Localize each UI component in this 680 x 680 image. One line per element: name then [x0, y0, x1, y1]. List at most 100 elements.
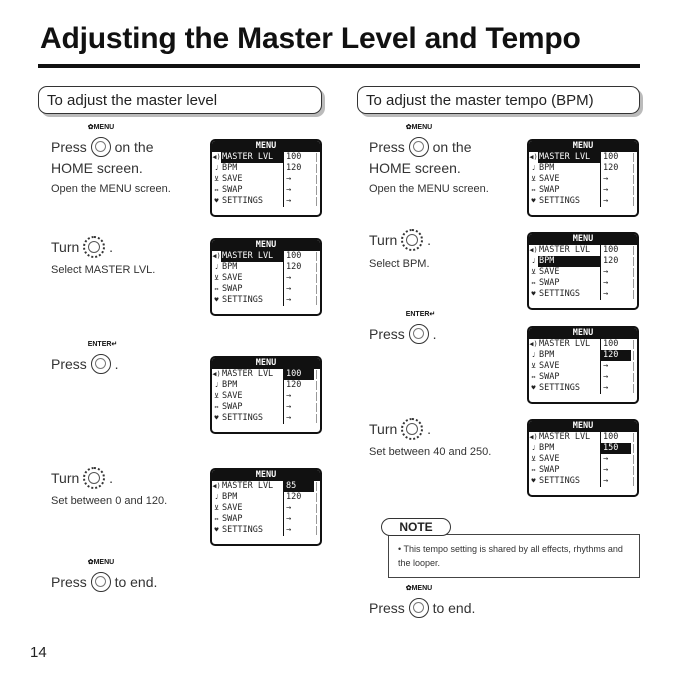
save-icon: ⊻ [213, 392, 220, 400]
save-icon: ⊻ [530, 455, 537, 463]
lcd-scrollbar [314, 369, 320, 380]
lcd-item-value: → [283, 174, 314, 185]
lcd-item-value: → [283, 525, 314, 536]
swap-icon: ⇔ [531, 279, 536, 287]
lcd-item-value: → [283, 273, 314, 284]
note-label: NOTE [381, 518, 451, 536]
lcd-item-value: → [283, 284, 314, 295]
volume-icon: ◀) [529, 246, 538, 254]
lcd-item-name: BPM [222, 163, 238, 173]
lcd-menu-row: ♥SETTINGS→ [529, 196, 637, 207]
lcd-scrollbar [314, 402, 320, 413]
lcd-menu-row: ♥SETTINGS→ [529, 289, 637, 300]
lcd-menu-row: ⇔SWAP→ [529, 372, 637, 383]
left-step1-line2: HOME screen. [51, 160, 143, 176]
dial-icon [83, 236, 106, 261]
lcd-scrollbar [631, 350, 637, 361]
lcd-item-value: → [600, 476, 631, 487]
lcd-item-name: SETTINGS [539, 289, 580, 299]
lcd-menu-row: ◀)MASTER LVL 100 [529, 245, 637, 256]
volume-icon: ◀) [529, 433, 538, 441]
lcd-scrollbar [631, 278, 637, 289]
lcd-scrollbar [631, 383, 637, 394]
lcd-item-name: SETTINGS [222, 413, 263, 423]
menu-label: ✿MENU [87, 559, 115, 566]
lcd-menu-row: ⊻SAVE→ [212, 391, 320, 402]
lcd-item-value: → [600, 278, 631, 289]
right-step5-text: Press ✿MENU to end. [369, 585, 475, 621]
page-number: 14 [30, 644, 47, 661]
note-text: • This tempo setting is shared by all ef… [398, 544, 623, 568]
swap-icon: ⇔ [214, 285, 219, 293]
lcd-item-name: BPM [539, 443, 555, 453]
lcd-header: MENU [529, 141, 637, 152]
dial-icon [401, 418, 424, 443]
lcd-item-value: → [600, 185, 631, 196]
lcd-item-value: → [600, 383, 631, 394]
volume-icon: ◀) [529, 340, 538, 348]
lcd-item-name: SWAP [539, 372, 560, 382]
lcd-scrollbar [314, 185, 320, 196]
lcd-item-name: BPM [222, 380, 238, 390]
menu-label: ✿MENU [405, 585, 433, 592]
lcd-menu-row: ⊻SAVE→ [529, 361, 637, 372]
lcd-header: MENU [529, 421, 637, 432]
lcd-item-value: 100 [600, 245, 631, 256]
swap-icon: ⇔ [531, 466, 536, 474]
lcd-scrollbar [314, 174, 320, 185]
lcd-item-name: MASTER LVL [539, 245, 591, 255]
lcd-header: MENU [212, 358, 320, 369]
note-icon: ♩ [214, 263, 219, 271]
lcd-item-name: SETTINGS [222, 196, 263, 206]
lcd-item-value: → [283, 402, 314, 413]
swap-icon: ⇔ [531, 186, 536, 194]
lcd-menu-row: ⊻SAVE→ [212, 503, 320, 514]
lcd-item-value: 120 [283, 380, 314, 391]
settings-icon: ♥ [214, 526, 219, 534]
note-icon: ♩ [214, 493, 219, 501]
lcd-item-name: SAVE [222, 391, 243, 401]
lcd-header: MENU [212, 141, 320, 152]
lcd-item-value: 120 [600, 350, 631, 361]
settings-icon: ♥ [214, 296, 219, 304]
lcd-menu-row: ⇔SWAP→ [529, 465, 637, 476]
master-tempo-header: To adjust the master tempo (BPM) [357, 86, 640, 114]
lcd-item-name: BPM [538, 256, 600, 267]
right-step1-line2: HOME screen. [369, 160, 461, 176]
lcd-menu-row: ⊻SAVE→ [529, 267, 637, 278]
lcd-menu-row: ⇔SWAP→ [529, 185, 637, 196]
lcd-scrollbar [314, 503, 320, 514]
left-step1-text: Press ✿MENU on the [51, 124, 154, 160]
volume-icon: ◀) [529, 153, 538, 161]
lcd-item-name: SAVE [222, 273, 243, 283]
lcd-item-name: MASTER LVL [222, 369, 274, 379]
lcd-item-value: → [600, 361, 631, 372]
lcd-item-value: 100 [283, 152, 314, 163]
note-icon: ♩ [214, 164, 219, 172]
lcd-scrollbar [314, 380, 320, 391]
left-step1-sub: Open the MENU screen. [51, 183, 171, 195]
lcd-menu-row: ⊻SAVE→ [212, 174, 320, 185]
swap-icon: ⇔ [214, 403, 219, 411]
lcd-item-name: MASTER LVL [221, 152, 283, 163]
lcd-scrollbar [631, 185, 637, 196]
lcd-header: MENU [212, 470, 320, 481]
enter-button-icon: ENTER↵ [406, 311, 435, 347]
lcd-scrollbar [314, 481, 320, 492]
lcd-header: MENU [212, 240, 320, 251]
title-rule [38, 64, 640, 68]
lcd-menu-row: ♥SETTINGS→ [212, 413, 320, 424]
settings-icon: ♥ [214, 414, 219, 422]
lcd-scrollbar [631, 152, 637, 163]
lcd-scrollbar [631, 443, 637, 454]
enter-label: ENTER↵ [405, 311, 436, 318]
lcd-item-value: 120 [283, 262, 314, 273]
note-icon: ♩ [531, 257, 536, 265]
lcd-scrollbar [314, 262, 320, 273]
